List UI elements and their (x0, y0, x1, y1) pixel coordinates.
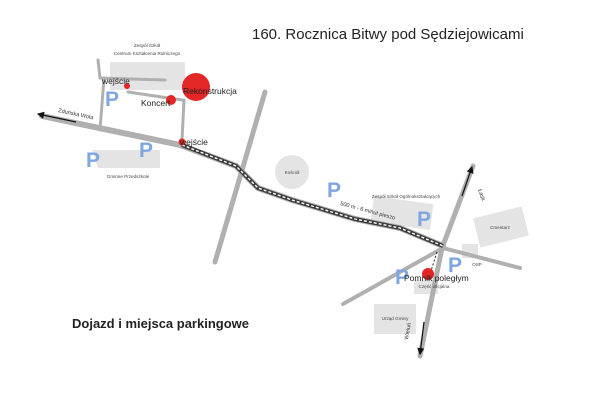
event-marker-icon (124, 83, 130, 89)
event-label: Część oficjalna (419, 284, 450, 289)
road-east (441, 246, 522, 270)
event-marker-icon (422, 268, 434, 280)
parking-icons: P P P P P P P (86, 88, 462, 289)
building-label: Gminne Przedszkole (107, 174, 150, 179)
building-urzad-gminy (374, 304, 416, 334)
building-zespol-szkol-ogolnoksztalcacych (370, 195, 434, 231)
building-zespol-szkol-rolniczych (110, 62, 185, 90)
road-local-5 (96, 58, 102, 80)
building-label: Urząd Gminy (382, 316, 410, 321)
building-gminne-przedszkole (92, 150, 160, 168)
building-label: Centrum Kształcenia Rolniczego (114, 51, 181, 56)
parking-icon: P (448, 254, 462, 277)
parking-icon: P (139, 139, 153, 162)
event-marker-icon (166, 95, 176, 105)
event-label: Pomnik poległym (404, 273, 469, 283)
event-label: wejście (101, 76, 130, 86)
road-southwest (341, 246, 445, 306)
building-label: Zespół Szkół Ogólnokształcących (372, 194, 441, 199)
map-subtitle: Dojazd i miejsca parkingowe (72, 316, 249, 331)
building-kosciol (275, 155, 309, 189)
event-label: Rekonstrukcja (183, 86, 237, 96)
parking-icon: P (105, 88, 119, 111)
building-cmentarz (473, 206, 529, 248)
road-label: Łask (476, 189, 486, 202)
page-title: 160. Rocznica Bitwy pod Sędziejowicami (252, 26, 524, 43)
building-label: Kościół (285, 170, 300, 175)
building-label: Cmentarz (490, 225, 511, 230)
building-label: Zespół Szkół (134, 43, 160, 48)
event-label: Koncert (141, 98, 171, 108)
parking-icon: P (327, 179, 341, 202)
parking-icon: P (86, 149, 100, 172)
parking-icon: P (417, 208, 431, 231)
road-vertical-left (212, 89, 268, 265)
road-local-1 (98, 76, 167, 82)
walking-route-dashes (181, 144, 444, 247)
event-label: wejście (179, 137, 208, 147)
direction-arrow-icon (461, 165, 474, 197)
event-marker-icon (178, 138, 186, 146)
direction-arrow-icon (36, 111, 77, 123)
direction-arrow-icon (417, 321, 425, 356)
road-label: Wieluń (404, 322, 413, 340)
road-local-2 (98, 76, 106, 132)
event-marker-icon (182, 73, 210, 101)
building-label: OSP (472, 262, 482, 267)
parking-icon: P (395, 266, 409, 289)
road-local-3 (180, 98, 186, 142)
